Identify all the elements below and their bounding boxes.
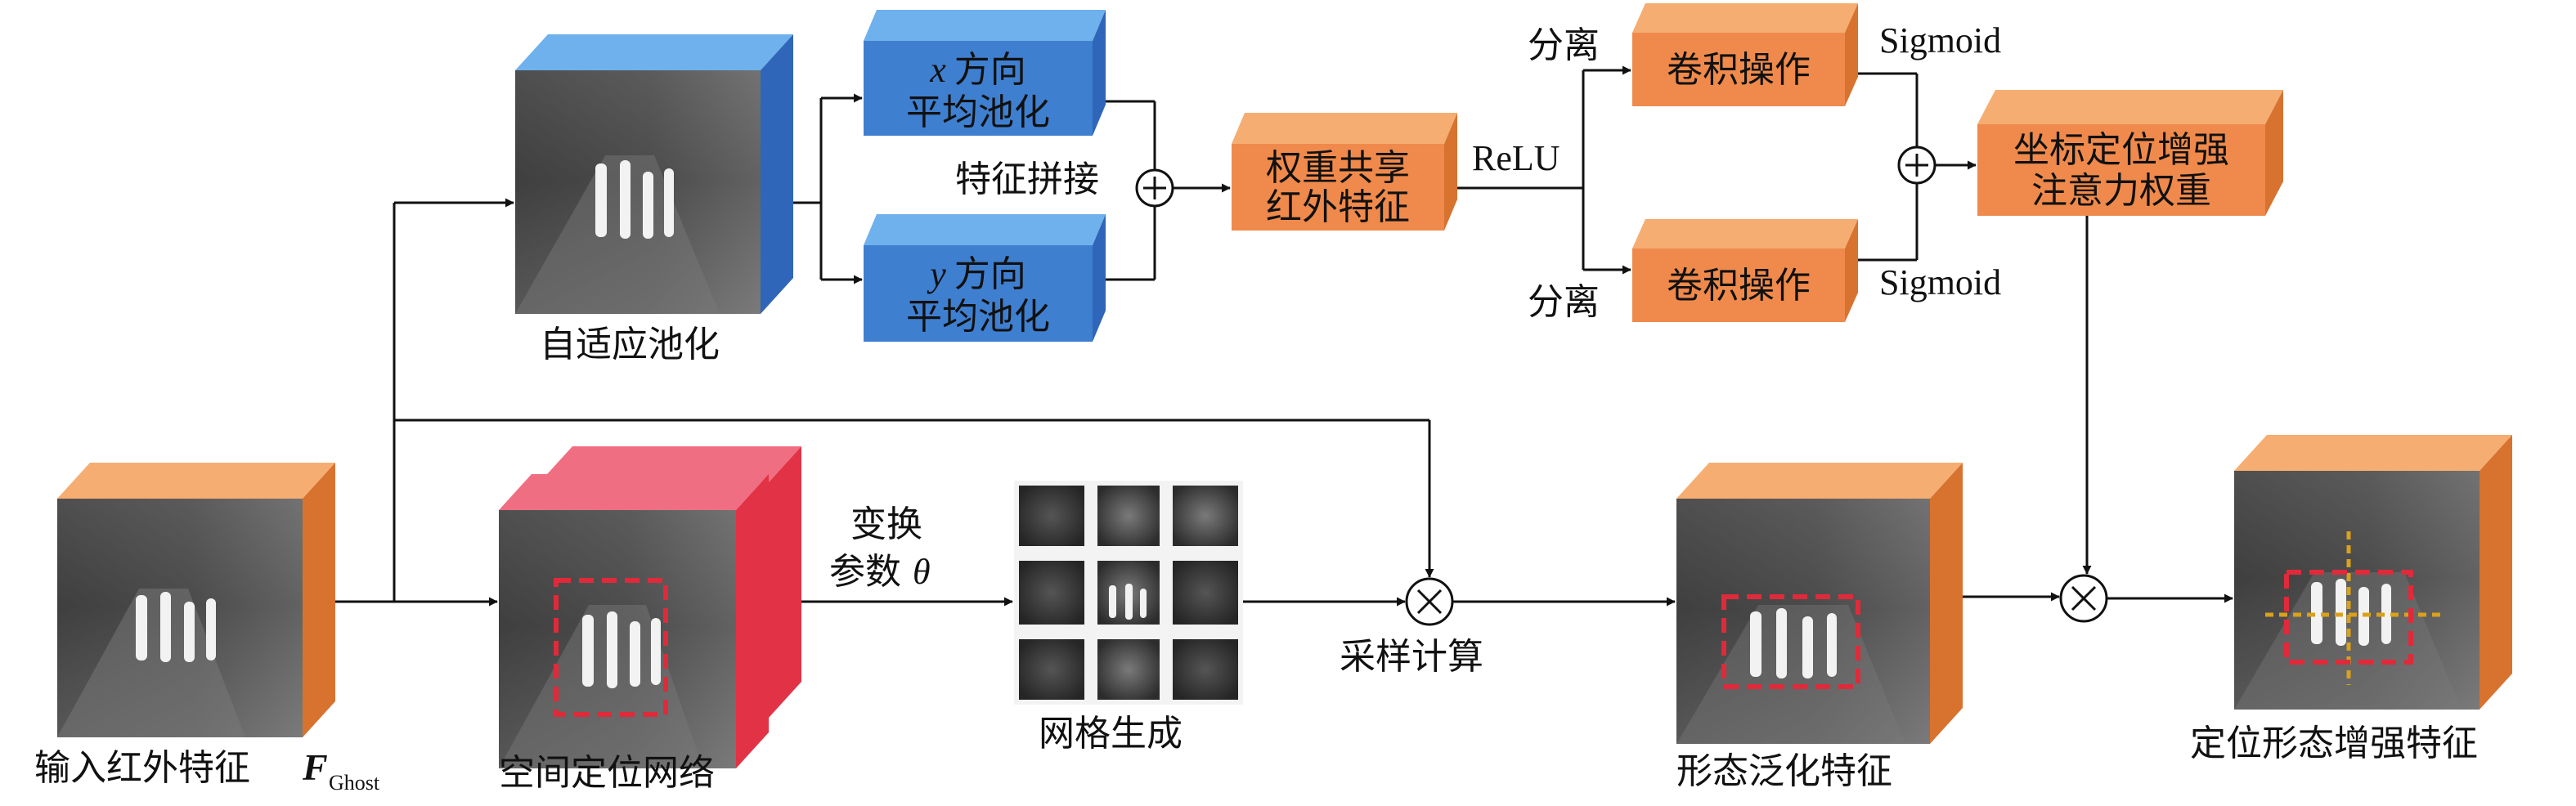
final-multiply-node xyxy=(2059,574,2108,623)
sigmoid-top-label: Sigmoid xyxy=(1879,20,2001,60)
y-pool-label-line2: 平均池化 xyxy=(906,296,1050,338)
concat-label: 特征拼接 xyxy=(955,159,1099,200)
x-pool-box xyxy=(864,10,1106,136)
weight-share-box xyxy=(1232,113,1457,231)
concat-plus-node xyxy=(1135,168,1174,208)
final-feature-cube xyxy=(2234,435,2512,710)
input-feature-symbol: F xyxy=(302,746,328,788)
sigmoid-bottom-label: Sigmoid xyxy=(1879,262,2001,302)
weight-share-line2: 红外特征 xyxy=(1266,186,1410,228)
sampling-multiply-node xyxy=(1405,577,1454,626)
coord-attention-line1: 坐标定位增强 xyxy=(2013,129,2229,171)
input-feature-cube xyxy=(57,463,335,737)
transform-label-line1: 变换 xyxy=(850,504,922,545)
morph-feature-label: 形态泛化特征 xyxy=(1676,750,1892,792)
relu-label: ReLU xyxy=(1472,138,1560,178)
spatial-network-label: 空间定位网络 xyxy=(499,752,715,794)
spatial-network-cube xyxy=(499,446,801,768)
connectors xyxy=(335,65,2233,607)
sigmoid-plus-node xyxy=(1897,146,1936,185)
morph-feature-cube xyxy=(1676,463,1963,744)
y-pool-direction: 方向 xyxy=(954,253,1026,295)
weight-share-line1: 权重共享 xyxy=(1266,147,1410,189)
grid-generation-label: 网格生成 xyxy=(1039,713,1183,755)
conv-bottom-label: 卷积操作 xyxy=(1667,265,1811,307)
conv-top-box xyxy=(1632,3,1858,106)
theta-symbol: θ xyxy=(913,552,931,592)
x-pool-direction: 方向 xyxy=(954,49,1026,91)
split-top-label: 分离 xyxy=(1528,25,1600,66)
coord-attention-line2: 注意力权重 xyxy=(2031,170,2211,212)
adaptive-pooling-cube xyxy=(515,34,793,314)
coord-attention-box xyxy=(1977,90,2283,216)
input-feature-label: 输入红外特征 xyxy=(34,747,250,789)
grid-generation-image xyxy=(1014,481,1243,705)
sampling-label: 采样计算 xyxy=(1340,636,1483,678)
final-feature-label: 定位形态增强特征 xyxy=(2190,723,2478,764)
input-feature-subscript: Ghost xyxy=(329,771,380,795)
x-pool-label-line2: 平均池化 xyxy=(906,92,1050,133)
x-pool-var: x xyxy=(929,50,946,90)
split-bottom-label: 分离 xyxy=(1528,281,1600,323)
transform-param-word: 参数 xyxy=(829,551,901,593)
adaptive-pooling-label: 自适应池化 xyxy=(540,324,720,365)
conv-top-label: 卷积操作 xyxy=(1667,49,1811,91)
transform-label-line2: 参数 θ xyxy=(829,551,931,593)
y-pool-var: y xyxy=(927,254,946,294)
y-pool-box xyxy=(864,214,1106,342)
conv-bottom-box xyxy=(1632,219,1858,322)
